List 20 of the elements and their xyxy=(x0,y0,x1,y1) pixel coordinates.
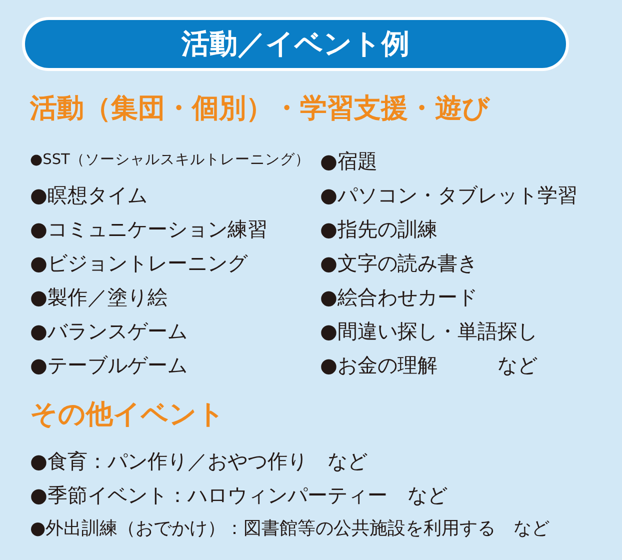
list-item: ●バランスゲーム xyxy=(30,318,188,345)
list-item: ●外出訓練（おでかけ）：図書館等の公共施設を利用する など xyxy=(30,517,550,540)
list-item: ●食育：パン作り／おやつ作り など xyxy=(30,448,368,475)
list-item: ●テーブルゲーム xyxy=(30,352,188,379)
list-item: ●製作／塗り絵 xyxy=(30,284,168,311)
list-item: ●季節イベント：ハロウィンパーティー など xyxy=(30,482,448,509)
list-item: ●ビジョントレーニング xyxy=(30,250,248,277)
list-item: ●絵合わせカード xyxy=(320,284,478,311)
list-item: ●指先の訓練 xyxy=(320,216,438,243)
list-item: ●文字の読み書き xyxy=(320,250,478,277)
list-item: ●宿題 xyxy=(320,148,378,175)
list-item: ●SST（ソーシャルスキルトレーニング） xyxy=(30,151,310,169)
list-item: ●お金の理解 など xyxy=(320,352,538,379)
section-heading: 活動（集団・個別）・学習支援・遊び xyxy=(30,92,490,126)
list-item: ●コミュニケーション練習 xyxy=(30,216,268,243)
list-item: ●瞑想タイム xyxy=(30,182,148,209)
list-item: ●間違い探し・単語探し xyxy=(320,318,538,345)
list-item: ●パソコン・タブレット学習 xyxy=(320,182,578,209)
title-banner: 活動／イベント例 xyxy=(22,17,569,71)
section-heading: その他イベント xyxy=(30,398,225,432)
